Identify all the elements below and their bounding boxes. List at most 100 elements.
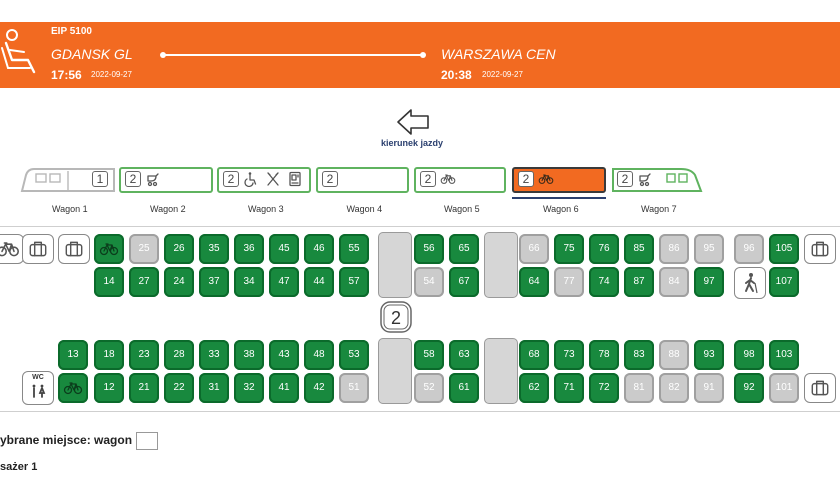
seat[interactable]: 13 (58, 340, 88, 370)
seat[interactable]: 31 (199, 373, 229, 403)
arrival-station: WARSZAWA CEN (441, 46, 556, 62)
stair-block (484, 232, 518, 298)
seat[interactable]: 38 (234, 340, 264, 370)
seat[interactable]: 57 (339, 267, 369, 297)
seat[interactable]: 77 (554, 267, 584, 297)
seat[interactable]: 73 (554, 340, 584, 370)
seat[interactable]: 101 (769, 373, 799, 403)
seat[interactable]: 66 (519, 234, 549, 264)
seat[interactable]: 42 (304, 373, 334, 403)
stair-block (378, 338, 412, 404)
travel-direction: kierunek jazdy (380, 107, 444, 163)
luggage-icon (22, 234, 54, 264)
seat[interactable]: 45 (269, 234, 299, 264)
seat[interactable]: 93 (694, 340, 724, 370)
seat[interactable]: 87 (624, 267, 654, 297)
seat[interactable]: 53 (339, 340, 369, 370)
seat[interactable]: 98 (734, 340, 764, 370)
seat[interactable]: 83 (624, 340, 654, 370)
bike-seat[interactable] (58, 373, 88, 403)
seat[interactable]: 61 (449, 373, 479, 403)
seat[interactable]: 32 (234, 373, 264, 403)
seat[interactable]: 35 (199, 234, 229, 264)
seat[interactable]: 92 (734, 373, 764, 403)
stair-block (484, 338, 518, 404)
seat[interactable]: 25 (129, 234, 159, 264)
seat[interactable]: 65 (449, 234, 479, 264)
seat[interactable]: 84 (659, 267, 689, 297)
seat[interactable]: 34 (234, 267, 264, 297)
seat[interactable]: 64 (519, 267, 549, 297)
seat[interactable]: 63 (449, 340, 479, 370)
seat[interactable]: 107 (769, 267, 799, 297)
seat[interactable]: 36 (234, 234, 264, 264)
bike-icon (538, 171, 554, 187)
seat[interactable]: 91 (694, 373, 724, 403)
seat[interactable]: 44 (304, 267, 334, 297)
seat[interactable]: 56 (414, 234, 444, 264)
seat[interactable]: 52 (414, 373, 444, 403)
seat[interactable]: 58 (414, 340, 444, 370)
wagon-box[interactable] (136, 432, 159, 450)
seat[interactable]: 37 (199, 267, 229, 297)
seat[interactable]: 74 (589, 267, 619, 297)
bike-seat[interactable] (94, 234, 124, 264)
stair-block (378, 232, 412, 298)
seat[interactable]: 95 (694, 234, 724, 264)
seated-passenger-icon (1, 29, 36, 74)
departure-time: 17:56 (51, 68, 82, 82)
seat[interactable]: 71 (554, 373, 584, 403)
seat[interactable]: 54 (414, 267, 444, 297)
seat[interactable]: 41 (269, 373, 299, 403)
seat[interactable]: 24 (164, 267, 194, 297)
seat[interactable]: 43 (269, 340, 299, 370)
selected-underline (512, 197, 606, 199)
seat[interactable]: 72 (589, 373, 619, 403)
seat[interactable]: 85 (624, 234, 654, 264)
seat[interactable]: 62 (519, 373, 549, 403)
seat[interactable]: 76 (589, 234, 619, 264)
seat[interactable]: 51 (339, 373, 369, 403)
seat[interactable]: 18 (94, 340, 124, 370)
direction-label: kierunek jazdy (380, 138, 444, 148)
wagon-class-label: 2 (125, 171, 141, 187)
seat[interactable]: 14 (94, 267, 124, 297)
seat[interactable]: 28 (164, 340, 194, 370)
seat[interactable]: 23 (129, 340, 159, 370)
seat[interactable]: 105 (769, 234, 799, 264)
seat[interactable]: 55 (339, 234, 369, 264)
seat[interactable]: 33 (199, 340, 229, 370)
seat[interactable]: 82 (659, 373, 689, 403)
seat[interactable]: 75 (554, 234, 584, 264)
seat[interactable]: 67 (449, 267, 479, 297)
seat[interactable]: 27 (129, 267, 159, 297)
seat[interactable]: 22 (164, 373, 194, 403)
seat[interactable]: 86 (659, 234, 689, 264)
seat[interactable]: 97 (694, 267, 724, 297)
wagon-class-label: 1 (92, 171, 108, 187)
seat[interactable]: 26 (164, 234, 194, 264)
wagon-class-label: 2 (322, 171, 338, 187)
seat[interactable]: 103 (769, 340, 799, 370)
seat[interactable]: 78 (589, 340, 619, 370)
train-number: EIP 5100 (51, 26, 92, 37)
seat[interactable]: 21 (129, 373, 159, 403)
seat[interactable]: 68 (519, 340, 549, 370)
seat[interactable]: 47 (269, 267, 299, 297)
wagon-class-label: 2 (223, 171, 239, 187)
seat[interactable]: 12 (94, 373, 124, 403)
seat[interactable]: 96 (734, 234, 764, 264)
seat[interactable]: 88 (659, 340, 689, 370)
seat[interactable]: 48 (304, 340, 334, 370)
seat[interactable]: 46 (304, 234, 334, 264)
seat[interactable]: 81 (624, 373, 654, 403)
arrival-time: 20:38 (441, 68, 472, 82)
